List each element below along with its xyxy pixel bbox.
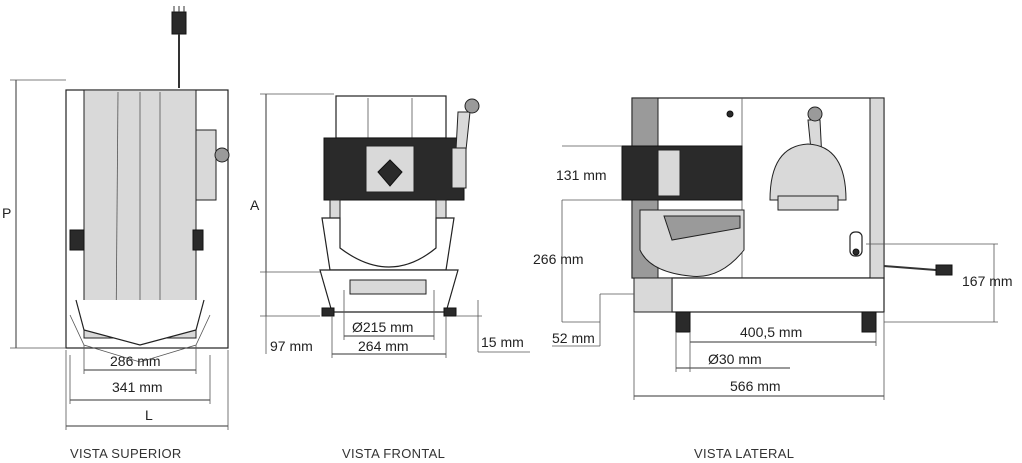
top-bowl-guard	[75, 299, 205, 346]
depth-label: P	[2, 205, 11, 221]
side-view-caption: VISTA LATERAL	[694, 446, 794, 461]
side-head-dome	[769, 143, 847, 201]
front-lever-knob	[464, 98, 480, 114]
front-view-caption: VISTA FRONTAL	[342, 446, 445, 461]
side-switch-icon	[849, 231, 863, 257]
front-bowl-diameter: 215 mm	[363, 319, 414, 335]
top-lever-knob	[214, 147, 230, 163]
side-foot-diameter: 30 mm	[719, 351, 762, 367]
height-label: A	[250, 197, 260, 213]
side-diameter-symbol: Ø	[708, 351, 719, 367]
side-plug-icon	[935, 264, 953, 276]
side-total-length: 566 mm	[730, 378, 781, 394]
width-label: L	[145, 407, 153, 423]
front-view: A Ø215 mm 264 mm 97 mm 15 mm VISTA FRONT…	[250, 93, 530, 461]
front-bowl	[321, 217, 455, 271]
side-head-height: 131 mm	[556, 167, 607, 183]
front-diameter-symbol: Ø	[352, 319, 363, 335]
top-outer-width: 341 mm	[112, 379, 163, 395]
side-cable	[883, 265, 937, 271]
side-mid-height: 266 mm	[533, 251, 584, 267]
svg-text:Ø215 mm: Ø215 mm	[352, 319, 413, 335]
side-base-height: 52 mm	[552, 330, 595, 346]
side-foot-span: 400,5 mm	[740, 324, 802, 340]
side-base	[671, 277, 885, 313]
top-view-caption: VISTA SUPERIOR	[70, 446, 182, 461]
top-lever-housing	[195, 129, 217, 201]
side-vent-panel	[621, 145, 743, 201]
svg-text:Ø30 mm: Ø30 mm	[708, 351, 762, 367]
top-inner-width: 286 mm	[110, 353, 161, 369]
front-base-width: 264 mm	[358, 338, 409, 354]
front-lever	[455, 111, 471, 151]
side-view: 131 mm 266 mm 167 mm 52 mm 400,5 mm Ø30 …	[533, 97, 1013, 461]
front-foot-height: 97 mm	[270, 338, 313, 354]
top-view: P 286 mm 341 mm L VISTA SUPERIOR	[2, 6, 230, 461]
side-cable-height: 167 mm	[962, 273, 1013, 289]
front-motor-top	[335, 95, 447, 139]
power-plug-icon	[171, 6, 187, 88]
side-lever-knob	[807, 106, 823, 122]
front-foot-dimension: 15 mm	[481, 334, 524, 350]
